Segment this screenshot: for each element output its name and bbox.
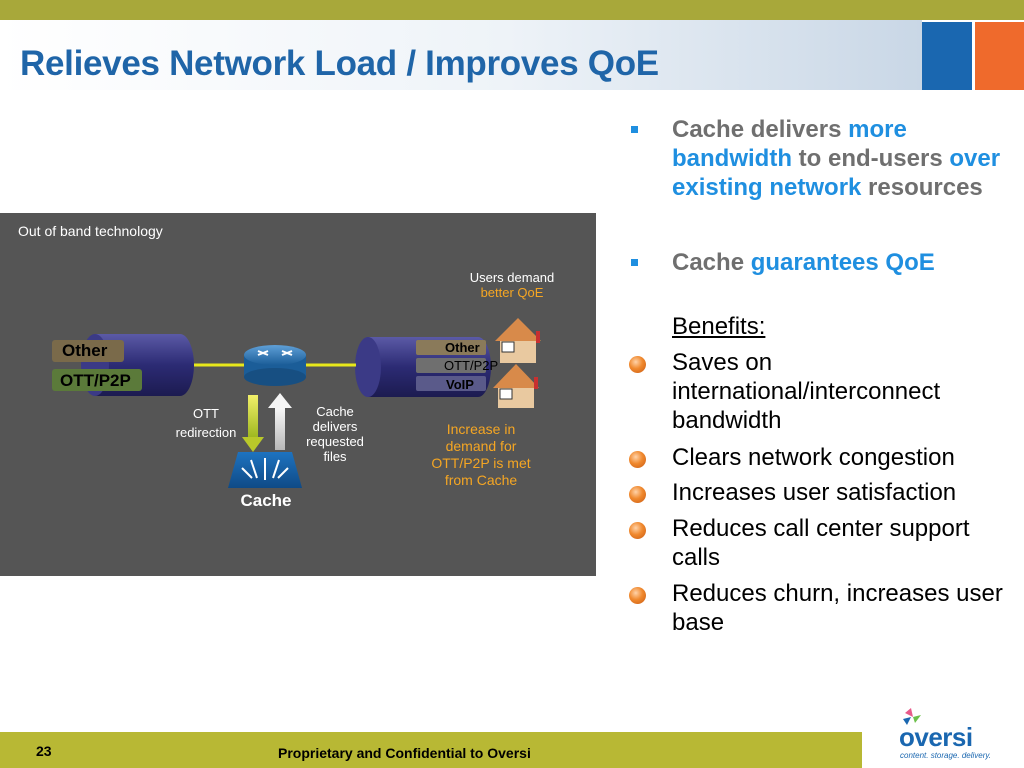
cache-delivers-line: delivers [312,419,358,434]
increase-line: demand for [445,438,517,454]
cache-delivers-line: Cache [316,404,354,419]
benefit-item: Clears network congestion [672,444,955,471]
benefits-heading: Benefits: [672,313,766,340]
cache-delivers-line: files [323,449,347,464]
bullet-highlight: guarantees QoE [750,249,935,276]
house-icon [495,318,541,363]
right-pipe-ott-label: OTT/P2P [444,358,499,373]
cache-label: Cache [240,491,292,510]
left-pipe-other-label: Other [62,341,108,360]
increase-line: from Cache [444,472,518,488]
router-icon [244,345,306,386]
bullet-square-icon [631,259,638,266]
bullet-highlight: more bandwidth [672,116,907,172]
left-pipe [52,334,194,396]
increase-line: Increase in [446,421,516,437]
left-pipe-ott-label: OTT/P2P [60,371,131,390]
bullet-text: to end-users [791,145,950,172]
cache-delivers-line: requested [306,434,364,449]
ott-redirection-line1: OTT [193,406,219,421]
house-icon [493,364,539,408]
benefit-item: Reduces call center support calls [672,515,970,571]
blue-accent-square [922,22,972,90]
cache-delivers-label: Cache delivers requested files [295,404,375,464]
increase-demand-label: Increase in demand for OTT/P2P is met fr… [416,421,546,489]
orange-orb-bullet-icon [629,522,646,539]
orange-orb-bullet-icon [629,356,646,373]
bullet-cache-qoe: Cache guarantees QoE [672,248,1017,277]
orange-orb-bullet-icon [629,486,646,503]
cache-icon [228,452,302,488]
right-pipe [355,337,491,397]
ott-redirection-line2: redirection [175,425,237,440]
ott-redirection-label: OTT redirection [166,404,246,442]
benefit-item: Reduces churn, increases user base [672,580,1003,636]
increase-line: OTT/P2P is met [431,455,531,471]
bullet-square-icon [631,126,638,133]
ott-redirection-arrow [242,395,264,452]
diagram-panel-title: Out of band technology [18,223,163,239]
network-diagram [52,318,541,488]
top-accent-bar [0,0,1024,20]
users-demand-line2: better QoE [480,285,544,300]
page-number: 23 [36,743,52,759]
slide-title: Relieves Network Load / Improves QoE [20,44,659,83]
right-pipe-voip-label: VoIP [446,377,474,392]
footer-confidential: Proprietary and Confidential to Oversi [278,745,531,761]
bullet-cache-bandwidth: Cache delivers more bandwidth to end-use… [672,115,1017,202]
logo-wordmark: oversi [899,722,973,752]
bullet-text: Cache delivers [672,116,849,143]
orange-accent-square [975,22,1024,90]
footer-bar [0,732,862,768]
oversi-logo-mark-icon [903,708,921,725]
orange-orb-bullet-icon [629,451,646,468]
cache-delivery-arrow [268,393,292,450]
bullet-text: resources [861,174,983,201]
users-demand-label: Users demand better QoE [462,270,562,300]
benefit-item: Saves on international/interconnect band… [672,349,941,434]
right-pipe-other-label: Other [445,340,480,355]
title-band [0,20,922,90]
logo-tagline: content. storage. delivery. [900,751,992,760]
bullet-highlight: over existing network [672,145,1001,201]
users-demand-line1: Users demand [469,270,555,285]
bullet-text: Cache [672,249,751,276]
orange-orb-bullet-icon [629,587,646,604]
benefit-item: Increases user satisfaction [672,479,957,506]
